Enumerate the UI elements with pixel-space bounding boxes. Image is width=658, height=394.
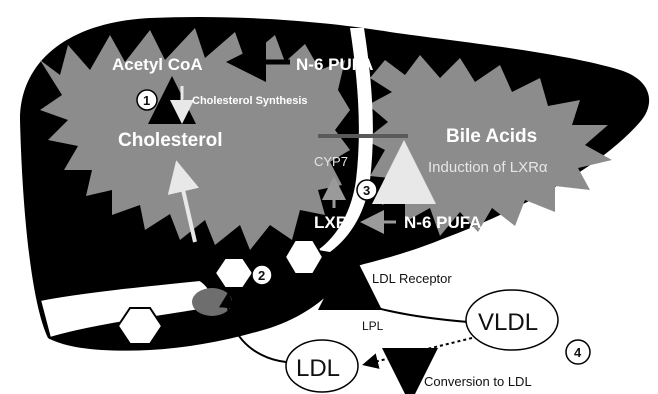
step-1-number: 1: [143, 93, 150, 108]
label-induction-lxr: Induction of LXRα: [428, 159, 548, 176]
step-2-number: 2: [258, 268, 265, 283]
label-lxr: LXR: [314, 213, 348, 232]
label-lpl: LPL: [362, 319, 384, 333]
label-cholesterol: Cholesterol: [118, 130, 223, 151]
label-bile-acids: Bile Acids: [446, 126, 537, 147]
label-cholesterol-synthesis: Cholesterol Synthesis: [192, 95, 308, 107]
label-ldl: LDL: [296, 355, 340, 382]
step-3-number: 3: [363, 183, 370, 198]
label-acetyl-coa: Acetyl CoA: [112, 55, 203, 74]
arrow-vldl-to-ldl: [366, 338, 472, 364]
label-n6-pufa-top: N-6 PUFA: [296, 55, 373, 74]
label-ldl-receptor: LDL Receptor: [372, 271, 452, 286]
label-conversion-to-ldl: Conversion to LDL: [424, 374, 532, 389]
step-4-number: 4: [574, 345, 582, 360]
gallbladder: [192, 288, 232, 316]
label-n6-pufa-bottom: N-6 PUFA: [404, 213, 481, 232]
label-cyp7: CYP7: [314, 154, 348, 169]
label-vldl: VLDL: [478, 309, 538, 336]
